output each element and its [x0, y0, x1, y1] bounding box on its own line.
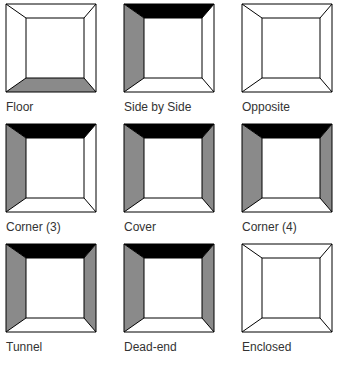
room-opposite: [242, 4, 332, 92]
room-caption: Opposite: [242, 100, 290, 114]
room-cover: [124, 124, 214, 212]
room-floor: [6, 4, 96, 92]
room-side-by-side: [124, 4, 214, 92]
room-caption: Tunnel: [6, 340, 42, 354]
room-dead-end: [124, 244, 214, 332]
room-caption: Side by Side: [124, 100, 191, 114]
room-caption: Corner (4): [242, 220, 297, 234]
room-tunnel: [6, 244, 96, 332]
room-caption: Enclosed: [242, 340, 291, 354]
room-corner-3: [6, 124, 96, 212]
room-enclosed: [242, 244, 332, 332]
room-caption: Floor: [6, 100, 33, 114]
room-corner-4: [242, 124, 332, 212]
room-caption: Cover: [124, 220, 156, 234]
room-caption: Corner (3): [6, 220, 61, 234]
room-caption: Dead-end: [124, 340, 177, 354]
